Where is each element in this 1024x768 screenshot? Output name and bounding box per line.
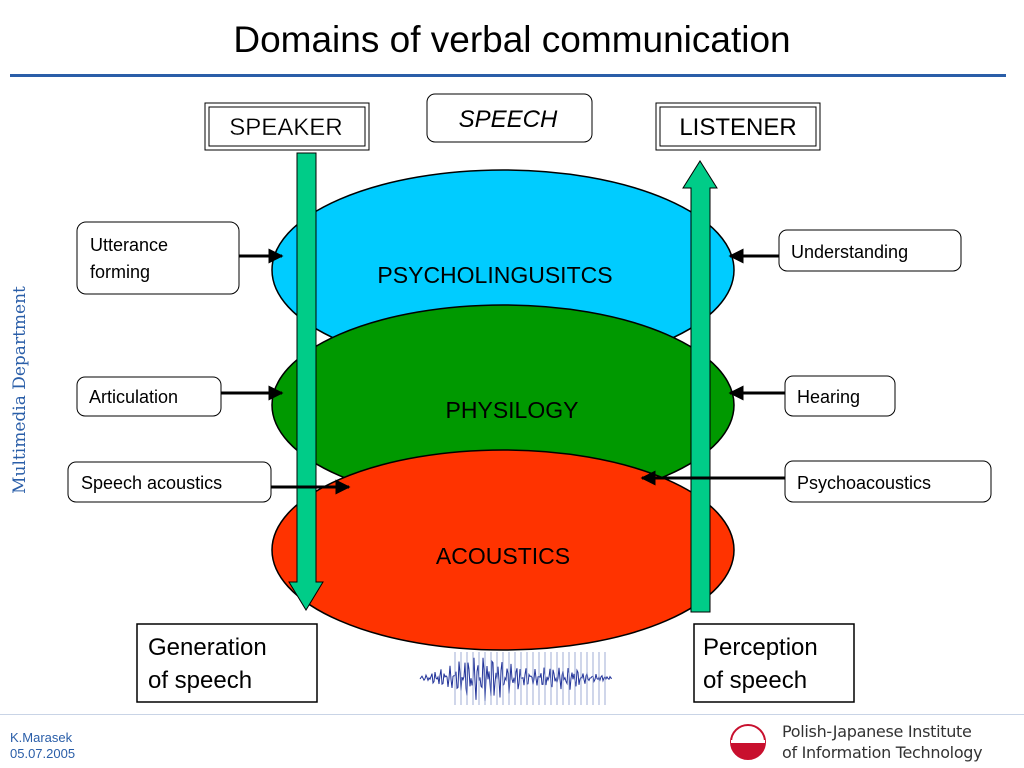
- speech-box: [426, 93, 593, 143]
- listener-up-arrow: [682, 160, 718, 613]
- utterance-forming-line2: forming: [90, 262, 150, 282]
- generation-line1: Generation: [148, 634, 267, 661]
- speaker-down-arrow: [288, 152, 324, 611]
- hearing-box: [784, 375, 896, 417]
- articulation-label: Articulation: [89, 387, 178, 407]
- speech-label: SPEECH: [459, 106, 558, 133]
- physiology-label: PHYSILOGY: [446, 397, 579, 423]
- communication-diagram: PSYCHOLINGUSITCS PHYSILOGY ACOUSTICS SPE…: [67, 93, 992, 705]
- slide-title: Domains of verbal communication: [233, 19, 791, 60]
- perception-line1: Perception: [703, 634, 818, 661]
- hearing-label: Hearing: [797, 387, 860, 407]
- speech-acoustics-box: [67, 461, 272, 503]
- speaker-box: [204, 102, 370, 151]
- listener-label: LISTENER: [679, 114, 796, 141]
- speech-waveform: [419, 652, 612, 705]
- articulation-box: [76, 376, 222, 417]
- perception-box: [693, 623, 855, 703]
- footer-author: K.Marasek: [10, 730, 73, 745]
- understanding-box: [778, 229, 962, 272]
- waveform-trace: [419, 657, 612, 702]
- footer-date: 05.07.2005: [10, 746, 76, 761]
- speaker-label: SPEAKER: [229, 114, 342, 141]
- psychoacoustics-box: [784, 460, 992, 503]
- perception-line2: of speech: [703, 667, 807, 694]
- institute-logo-icon: [730, 724, 766, 760]
- acoustics-label: ACOUSTICS: [436, 543, 570, 569]
- generation-line2: of speech: [148, 667, 252, 694]
- psychoacoustics-label: Psychoacoustics: [797, 473, 931, 493]
- utterance-forming-line1: Utterance: [90, 235, 168, 255]
- psycholinguistics-label: PSYCHOLINGUSITCS: [377, 262, 612, 288]
- institute-name-line2: of Information Technology: [782, 743, 983, 762]
- understanding-label: Understanding: [791, 242, 908, 262]
- footer-divider: [0, 714, 1024, 715]
- title-divider: [10, 74, 1006, 77]
- generation-box: [136, 623, 318, 703]
- listener-box: [655, 102, 821, 151]
- institute-name-line1: Polish-Japanese Institute: [782, 722, 972, 741]
- speech-acoustics-label: Speech acoustics: [81, 473, 222, 493]
- utterance-forming-box: [76, 221, 240, 295]
- acoustics-layer: [271, 449, 735, 651]
